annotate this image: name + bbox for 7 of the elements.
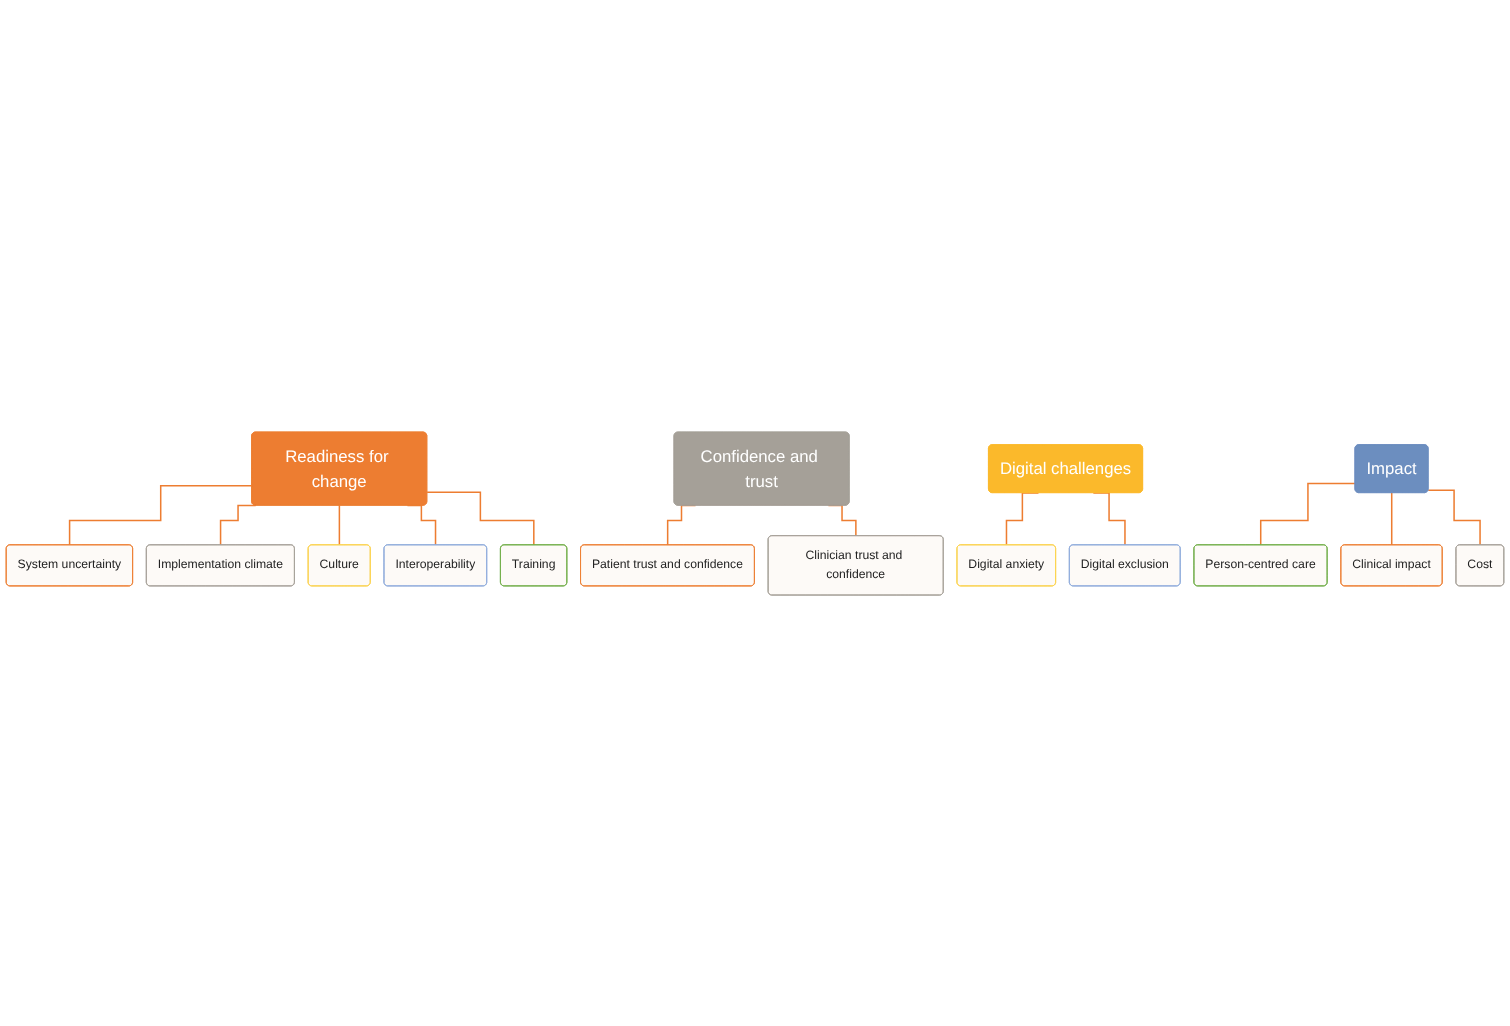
connector	[1259, 482, 1357, 546]
connector	[1427, 489, 1481, 546]
connector	[68, 484, 253, 546]
connector	[338, 504, 341, 546]
connector	[426, 491, 535, 546]
connector	[219, 504, 257, 546]
connector	[1390, 491, 1393, 546]
